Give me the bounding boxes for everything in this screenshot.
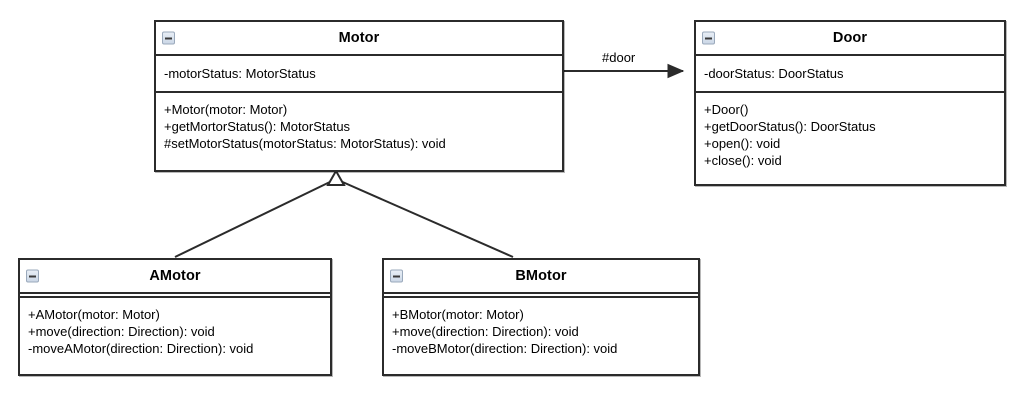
- operation-row: +getDoorStatus(): DoorStatus: [704, 119, 876, 134]
- class-attributes-motor: -motorStatus: MotorStatus: [156, 56, 562, 93]
- class-operations-door: +Door() +getDoorStatus(): DoorStatus +op…: [696, 93, 1004, 178]
- class-box-amotor[interactable]: AMotor +AMotor(motor: Motor) +move(direc…: [18, 258, 332, 376]
- class-attributes-door: -doorStatus: DoorStatus: [696, 56, 1004, 93]
- class-title-bar-motor: Motor: [156, 22, 562, 56]
- operation-row: +Door(): [704, 102, 749, 117]
- operation-row: -moveAMotor(direction: Direction): void: [28, 341, 254, 356]
- attribute-row: -doorStatus: DoorStatus: [704, 66, 844, 81]
- class-operations-bmotor: +BMotor(motor: Motor) +move(direction: D…: [384, 298, 698, 366]
- minus-box-icon[interactable]: [702, 31, 715, 45]
- class-title-bar-door: Door: [696, 22, 1004, 56]
- minus-box-icon[interactable]: [390, 269, 403, 283]
- class-name-door: Door: [832, 29, 868, 46]
- operation-row: +getMortorStatus(): MotorStatus: [164, 119, 351, 134]
- class-name-bmotor: BMotor: [515, 267, 567, 284]
- generalization-bmotor-motor[interactable]: [337, 179, 514, 258]
- operation-row: +Motor(motor: Motor): [164, 102, 288, 117]
- operation-row: #setMotorStatus(motorStatus: MotorStatus…: [164, 136, 446, 151]
- generalization-line: [337, 179, 514, 258]
- generalization-line: [174, 179, 335, 258]
- operation-row: +BMotor(motor: Motor): [392, 307, 524, 322]
- class-title-bar-bmotor: BMotor: [384, 260, 698, 294]
- class-box-motor[interactable]: Motor -motorStatus: MotorStatus +Motor(m…: [154, 20, 564, 172]
- class-operations-amotor: +AMotor(motor: Motor) +move(direction: D…: [20, 298, 330, 366]
- association-motor-door[interactable]: [564, 63, 685, 79]
- class-box-bmotor[interactable]: BMotor +BMotor(motor: Motor) +move(direc…: [382, 258, 700, 376]
- class-title-bar-amotor: AMotor: [20, 260, 330, 294]
- filled-arrow-icon: [667, 63, 685, 79]
- class-name-amotor: AMotor: [149, 267, 201, 284]
- class-operations-motor: +Motor(motor: Motor) +getMortorStatus():…: [156, 93, 562, 161]
- operation-row: +move(direction: Direction): void: [28, 324, 215, 339]
- class-name-motor: Motor: [338, 29, 380, 46]
- class-attributes-bmotor: [384, 294, 698, 298]
- operation-row: +move(direction: Direction): void: [392, 324, 579, 339]
- attribute-row: -motorStatus: MotorStatus: [164, 66, 316, 81]
- minus-box-icon[interactable]: [26, 269, 39, 283]
- operation-row: +close(): void: [704, 153, 782, 168]
- operation-row: +AMotor(motor: Motor): [28, 307, 160, 322]
- generalization-amotor-motor[interactable]: [174, 179, 335, 258]
- operation-row: +open(): void: [704, 136, 781, 151]
- association-label-door: #door: [602, 50, 636, 65]
- hollow-triangle-icon: [326, 168, 346, 186]
- class-box-door[interactable]: Door -doorStatus: DoorStatus +Door() +ge…: [694, 20, 1006, 186]
- operation-row: -moveBMotor(direction: Direction): void: [392, 341, 618, 356]
- minus-box-icon[interactable]: [162, 31, 175, 45]
- class-attributes-amotor: [20, 294, 330, 298]
